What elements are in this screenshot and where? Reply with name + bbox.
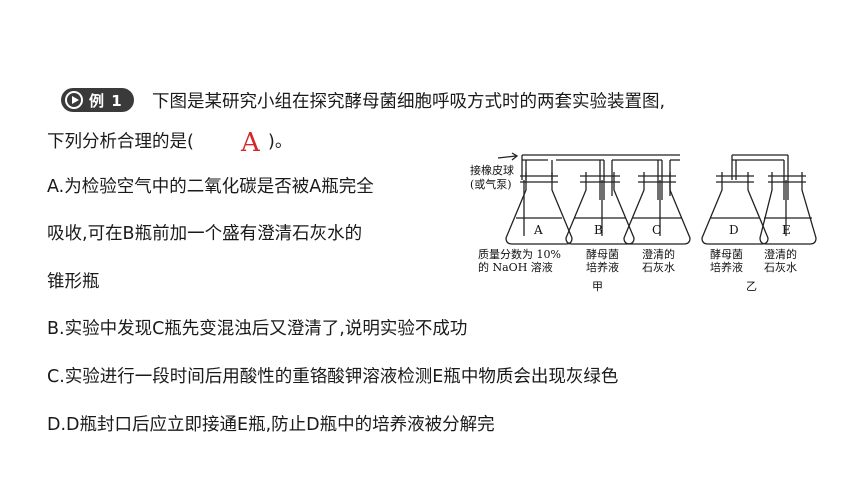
option-b: B.实验中发现C瓶先变混浊后又澄清了,说明实验不成功	[47, 319, 468, 339]
example-badge: 例 1	[61, 88, 134, 112]
option-a-line-2: 吸收,可在B瓶前加一个盛有澄清石灰水的	[47, 224, 363, 244]
play-circle-icon	[65, 91, 83, 109]
answer-mark: A	[241, 128, 260, 158]
option-c: C.实验进行一段时间后用酸性的重铬酸钾溶液检测E瓶中物质会出现灰绿色	[47, 367, 619, 387]
option-a-line-3: 锥形瓶	[47, 272, 100, 292]
set-yi-label: 乙	[746, 280, 757, 293]
flask-a-content-2: 的 NaOH 溶液	[478, 260, 553, 274]
question-stem-line-1: 下图是某研究小组在探究酵母菌细胞呼吸方式时的两套实验装置图,	[152, 92, 666, 112]
flask-e-content-1: 澄清的	[764, 247, 797, 261]
flask-d-letter: D	[729, 223, 739, 237]
example-badge-label: 例 1	[89, 91, 123, 110]
flask-c-content-2: 石灰水	[642, 260, 675, 274]
flask-e-content-2: 石灰水	[764, 260, 797, 274]
flask-c-content-1: 澄清的	[642, 247, 675, 261]
flask-b-content-2: 培养液	[586, 260, 619, 274]
pump-label-2: (或气泵)	[470, 177, 512, 191]
question-stem-line-2a: 下列分析合理的是(	[47, 132, 194, 152]
pump-label-1: 接橡皮球	[470, 163, 514, 177]
question-stem-line-2b: )。	[268, 132, 293, 152]
option-d: D.D瓶封口后应立即接通E瓶,防止D瓶中的培养液被分解完	[47, 415, 495, 435]
flask-c-letter: C	[652, 223, 661, 237]
flask-a-content-1: 质量分数为 10%	[478, 248, 561, 261]
flask-d-content-1: 酵母菌	[710, 248, 743, 261]
option-a-line-1: A.为检验空气中的二氧化碳是否被A瓶完全	[47, 177, 374, 197]
flask-a-letter: A	[533, 223, 543, 237]
flask-e-letter: E	[782, 223, 791, 237]
flask-d-content-2: 培养液	[710, 260, 743, 274]
flask-b-letter: B	[594, 223, 603, 237]
set-jia-label: 甲	[592, 280, 603, 293]
apparatus-figure: 接橡皮球 (或气泵) A B C D E 质量分数为 10% 的 NaOH 溶液…	[470, 152, 817, 293]
flask-b-content-1: 酵母菌	[586, 248, 619, 261]
